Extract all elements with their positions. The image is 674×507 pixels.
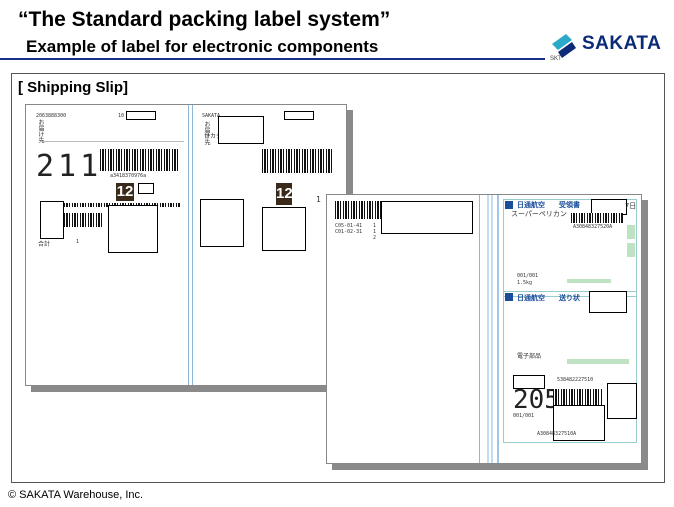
page-subtitle: Example of label for electronic componen… bbox=[26, 37, 379, 56]
shipping-slip-right: C05-01-41 C01-02-31 1 1 2 日通航空 受領書 7日 スー… bbox=[326, 194, 642, 464]
redacted-box bbox=[126, 111, 156, 120]
number-badge: 12 bbox=[116, 183, 134, 201]
slip-big-number: 205 bbox=[513, 385, 560, 415]
redacted-box bbox=[262, 207, 306, 251]
logo-text: SAKATA bbox=[582, 33, 662, 54]
company-logo: SAKATA SKT bbox=[548, 30, 668, 64]
shipping-slip-left: 2063888300 10 お届け先 211 a3418370976a 12 合… bbox=[25, 104, 347, 386]
page-title: “The Standard packing label system” bbox=[18, 8, 391, 31]
redacted-box bbox=[381, 201, 473, 234]
redacted-box bbox=[108, 205, 158, 253]
number-badge: 12 bbox=[276, 183, 293, 205]
redacted-box bbox=[607, 383, 637, 419]
carrier-header: 日通航空 bbox=[517, 295, 545, 302]
barcode bbox=[100, 149, 180, 171]
slip-big-number: 211 bbox=[36, 149, 103, 184]
redacted-box bbox=[40, 201, 64, 239]
copyright: © SAKATA Warehouse, Inc. bbox=[8, 489, 144, 501]
redacted-box bbox=[218, 116, 264, 144]
logo-mark-icon bbox=[552, 34, 576, 58]
redacted-box bbox=[200, 199, 244, 247]
redacted-box bbox=[553, 405, 605, 441]
carrier-header: 日通航空 bbox=[517, 202, 545, 209]
redacted-box bbox=[589, 291, 627, 313]
header-rule bbox=[0, 58, 545, 60]
redacted-box bbox=[513, 375, 545, 389]
section-label: [ Shipping Slip] bbox=[18, 79, 128, 96]
logo-sub: SKT bbox=[550, 56, 562, 62]
